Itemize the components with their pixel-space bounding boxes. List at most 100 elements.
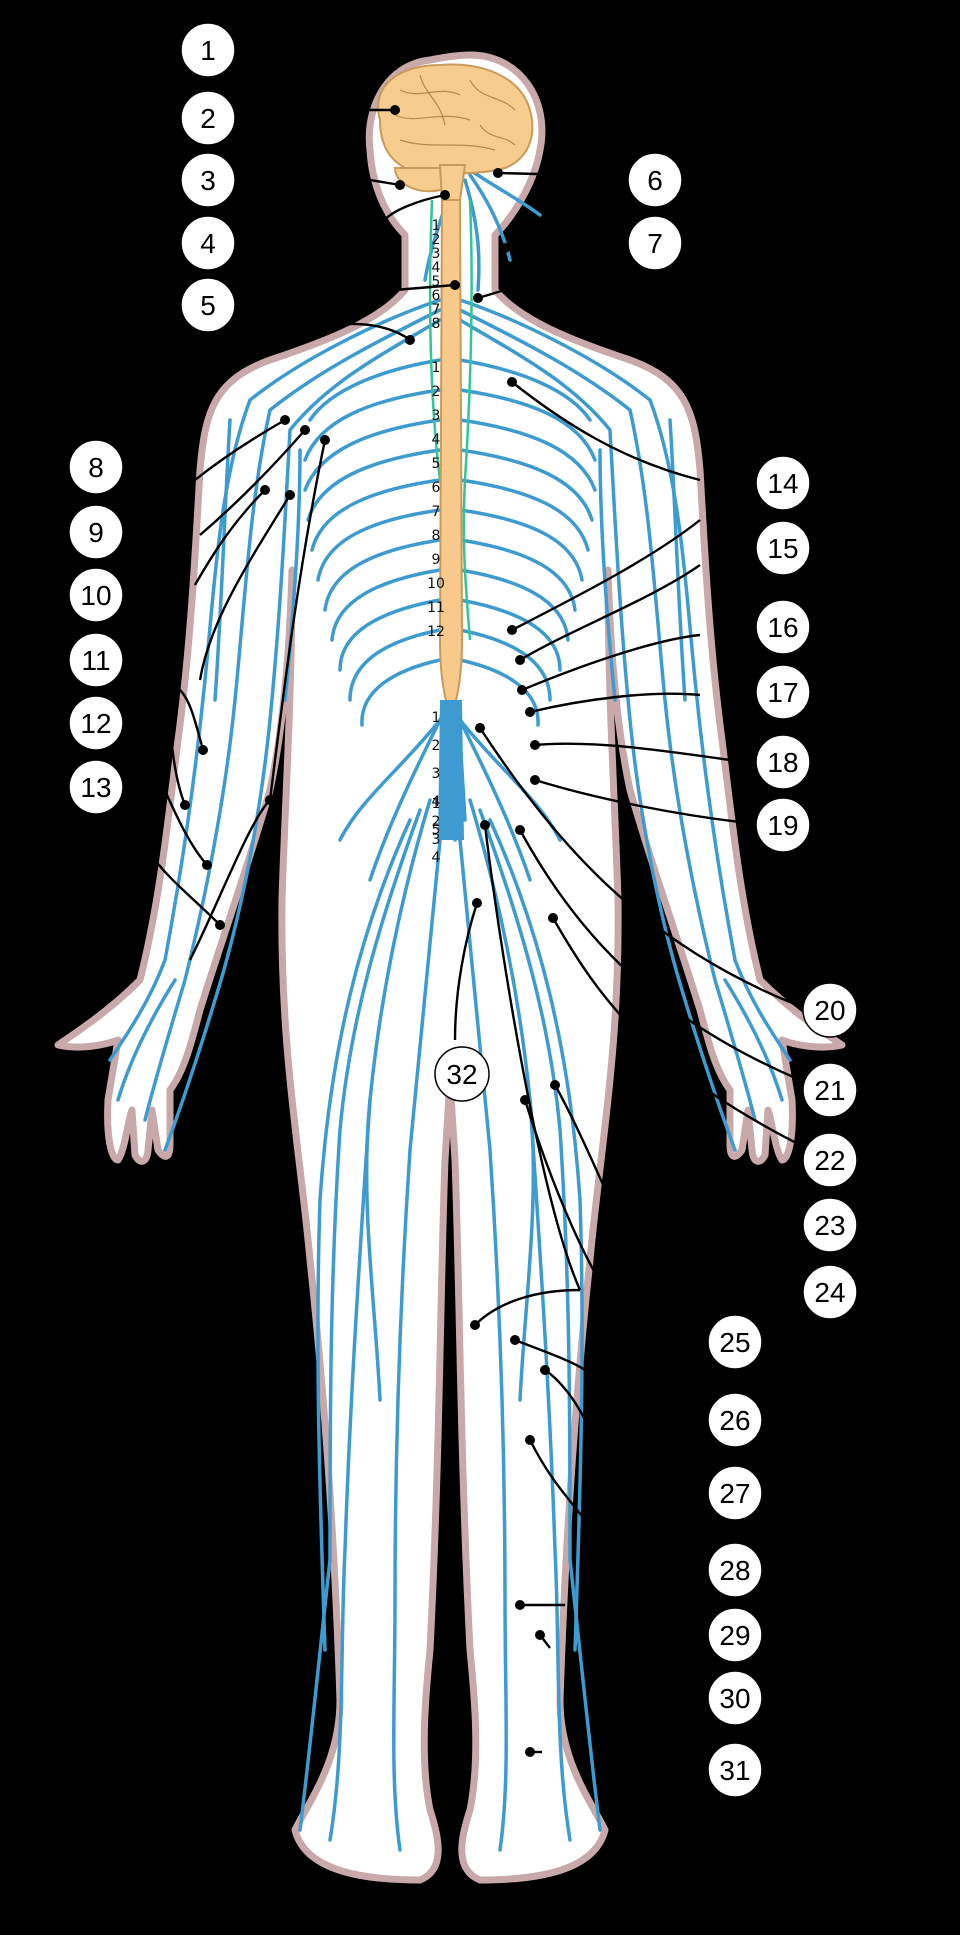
callout-circle — [802, 1132, 858, 1188]
callout-badge-24: 24 — [802, 1264, 858, 1320]
spine-segment-thoracic-12: 12 — [427, 624, 445, 640]
spine-segment-sacral-3: 3 — [432, 832, 441, 848]
callout-circle — [68, 695, 124, 751]
callout-circle — [755, 520, 811, 576]
callout-number: 7 — [647, 228, 663, 259]
callout-number: 11 — [81, 645, 110, 676]
spine-segment-cervical-8: 8 — [432, 316, 441, 332]
callout-circle — [707, 1670, 763, 1726]
callout-badge-16: 16 — [755, 599, 811, 655]
callout-number: 24 — [814, 1277, 845, 1308]
callout-badge-2: 2 — [180, 90, 236, 146]
callout-badge-28: 28 — [707, 1542, 763, 1598]
callout-badge-26: 26 — [707, 1392, 763, 1448]
spine-segment-thoracic-3: 3 — [432, 408, 441, 424]
callout-badge-31: 31 — [707, 1742, 763, 1798]
callout-number: 29 — [719, 1620, 750, 1651]
callout-circle — [68, 759, 124, 815]
spine-segment-lumbar-2: 2 — [432, 738, 441, 754]
spine-segment-lumbar-4: 4 — [432, 794, 441, 810]
callout-number: 17 — [767, 677, 798, 708]
spine-segment-cervical-6: 6 — [432, 288, 441, 304]
callout-number: 9 — [88, 517, 104, 548]
callout-number: 5 — [200, 290, 216, 321]
callout-circle — [707, 1465, 763, 1521]
spine-segment-cervical-5: 5 — [432, 274, 441, 290]
callout-circle — [180, 215, 236, 271]
callout-circle — [180, 22, 236, 78]
callout-number: 22 — [814, 1145, 845, 1176]
spine-segment-lumbar-1: 1 — [432, 710, 441, 726]
spine-segment-cervical-2: 2 — [432, 232, 441, 248]
spine-segment-thoracic-6: 6 — [432, 480, 441, 496]
callout-circle — [755, 664, 811, 720]
spine-segment-cervical-3: 3 — [432, 246, 441, 262]
spine-segment-sacral-2: 2 — [432, 814, 441, 830]
callout-number: 27 — [719, 1478, 750, 1509]
spine-segment-thoracic-9: 9 — [432, 552, 441, 568]
callout-circle — [180, 152, 236, 208]
callout-circle — [802, 1197, 858, 1253]
spine-segment-thoracic-10: 10 — [427, 576, 445, 592]
callout-number: 10 — [80, 580, 111, 611]
callout-number: 8 — [88, 452, 104, 483]
callout-circle — [755, 455, 811, 511]
spine-segment-cervical-4: 4 — [432, 260, 441, 276]
callout-badge-10: 10 — [68, 567, 124, 623]
callout-circle — [434, 1046, 490, 1102]
callout-badge-12: 12 — [68, 695, 124, 751]
peripheral-nerves — [108, 168, 792, 1852]
callout-badge-11: 11 — [68, 632, 124, 688]
spine-segment-sacral-4: 4 — [432, 850, 441, 866]
callout-badge-23: 23 — [802, 1197, 858, 1253]
spine-segment-sacral-1: 1 — [432, 796, 441, 812]
callout-number: 26 — [719, 1405, 750, 1436]
spine-segment-lumbar-3: 3 — [432, 766, 441, 782]
callout-number: 31 — [719, 1755, 750, 1786]
callout-circle — [755, 797, 811, 853]
spine-segment-cervical-1: 1 — [432, 218, 441, 234]
spine-segment-thoracic-8: 8 — [432, 528, 441, 544]
callout-badge-25: 25 — [707, 1314, 763, 1370]
callout-badge-15: 15 — [755, 520, 811, 576]
cerebrum — [377, 63, 534, 175]
spine-segment-thoracic-5: 5 — [432, 456, 441, 472]
callout-number: 20 — [814, 995, 845, 1026]
callout-number: 13 — [80, 772, 111, 803]
callout-badge-27: 27 — [707, 1465, 763, 1521]
brain-folds — [394, 74, 516, 151]
anchor-dots — [180, 105, 560, 1757]
callout-badge-21: 21 — [802, 1062, 858, 1118]
callout-number: 19 — [767, 810, 798, 841]
callout-circle — [707, 1542, 763, 1598]
callout-circle — [707, 1314, 763, 1370]
callout-number: 28 — [719, 1555, 750, 1586]
callout-circle — [707, 1742, 763, 1798]
spine-segment-thoracic-7: 7 — [432, 504, 441, 520]
spine-segment-thoracic-2: 2 — [432, 384, 441, 400]
callout-circle — [627, 152, 683, 208]
callout-number: 12 — [80, 708, 111, 739]
callout-number: 16 — [767, 612, 798, 643]
callout-number: 6 — [647, 165, 663, 196]
callout-badge-29: 29 — [707, 1607, 763, 1663]
callout-circle — [180, 90, 236, 146]
callout-number: 18 — [767, 747, 798, 778]
callout-badge-19: 19 — [755, 797, 811, 853]
callout-badge-30: 30 — [707, 1670, 763, 1726]
callout-badge-6: 6 — [627, 152, 683, 208]
callout-number: 3 — [200, 165, 216, 196]
callout-number: 25 — [719, 1327, 750, 1358]
callout-circle — [755, 599, 811, 655]
callout-circle — [68, 439, 124, 495]
callout-number: 14 — [767, 468, 798, 499]
leader-lines — [154, 108, 811, 1754]
callout-badges: 1234567891011121314151617181920212223242… — [68, 22, 858, 1798]
callout-badge-8: 8 — [68, 439, 124, 495]
callout-circle — [68, 632, 124, 688]
callout-circle — [707, 1607, 763, 1663]
callout-circle — [627, 215, 683, 271]
